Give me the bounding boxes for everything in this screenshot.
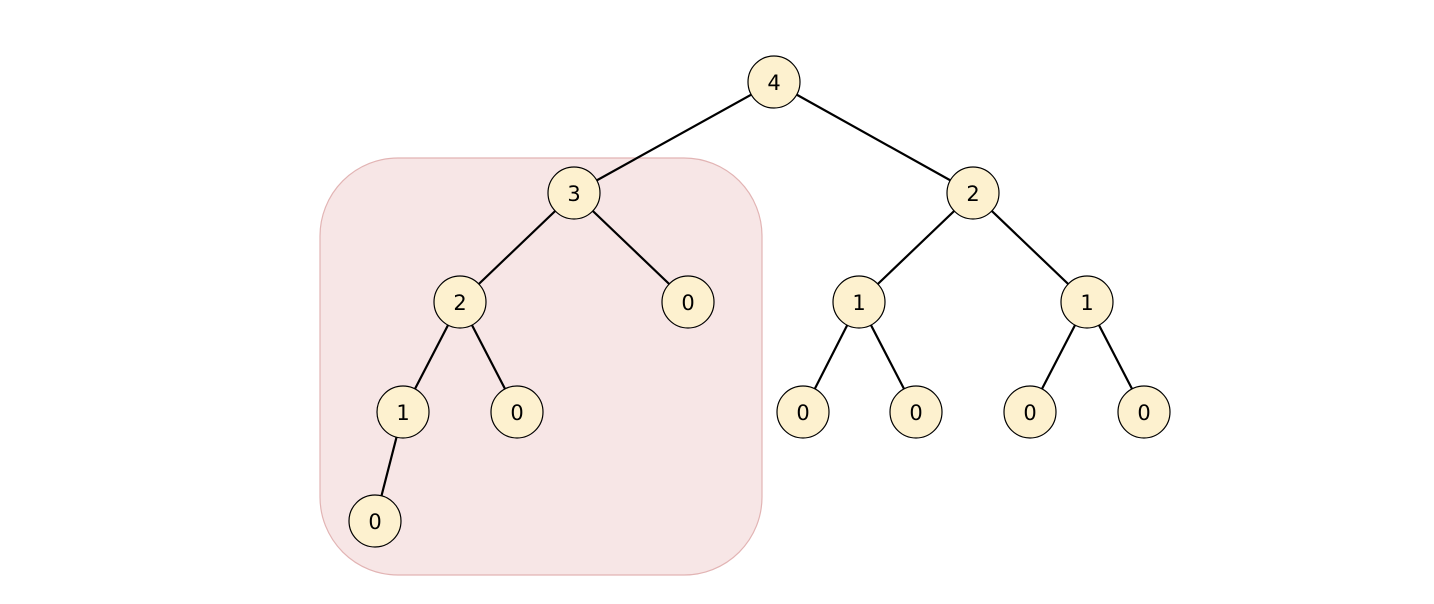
edge-root-to-right bbox=[772, 80, 975, 195]
tree-node-left-left-left: 1 bbox=[376, 385, 430, 439]
node-label: 1 bbox=[1080, 291, 1093, 315]
node-label: 0 bbox=[510, 401, 523, 425]
tree-node-right-right: 1 bbox=[1060, 275, 1114, 329]
node-label: 0 bbox=[681, 291, 694, 315]
tree-node-right-left-right: 0 bbox=[889, 385, 943, 439]
node-label: 0 bbox=[368, 510, 381, 534]
node-label: 2 bbox=[453, 291, 466, 315]
node-label: 0 bbox=[796, 401, 809, 425]
edge-root-to-left bbox=[572, 80, 776, 195]
node-label: 1 bbox=[396, 401, 409, 425]
tree-node-right-left-left: 0 bbox=[776, 385, 830, 439]
tree-node-right: 2 bbox=[946, 166, 1000, 220]
node-label: 2 bbox=[966, 182, 979, 206]
tree-node-left: 3 bbox=[547, 166, 601, 220]
node-label: 0 bbox=[1023, 401, 1036, 425]
node-label: 1 bbox=[852, 291, 865, 315]
node-label: 0 bbox=[1137, 401, 1150, 425]
tree-node-right-right-left: 0 bbox=[1003, 385, 1057, 439]
node-label: 4 bbox=[767, 71, 780, 95]
tree-node-left-left: 2 bbox=[433, 275, 487, 329]
highlighted-subtree-region bbox=[319, 157, 763, 576]
node-label: 3 bbox=[567, 182, 580, 206]
tree-node-right-left: 1 bbox=[832, 275, 886, 329]
tree-node-right-right-right: 0 bbox=[1117, 385, 1171, 439]
nodes: 4 3 2 2 0 1 0 0 bbox=[348, 55, 1171, 548]
tree-node-left-left-right: 0 bbox=[490, 385, 544, 439]
tree-node-left-left-left-leaf: 0 bbox=[348, 494, 402, 548]
tree-node-root: 4 bbox=[747, 55, 801, 109]
tree-node-left-right: 0 bbox=[661, 275, 715, 329]
node-label: 0 bbox=[909, 401, 922, 425]
